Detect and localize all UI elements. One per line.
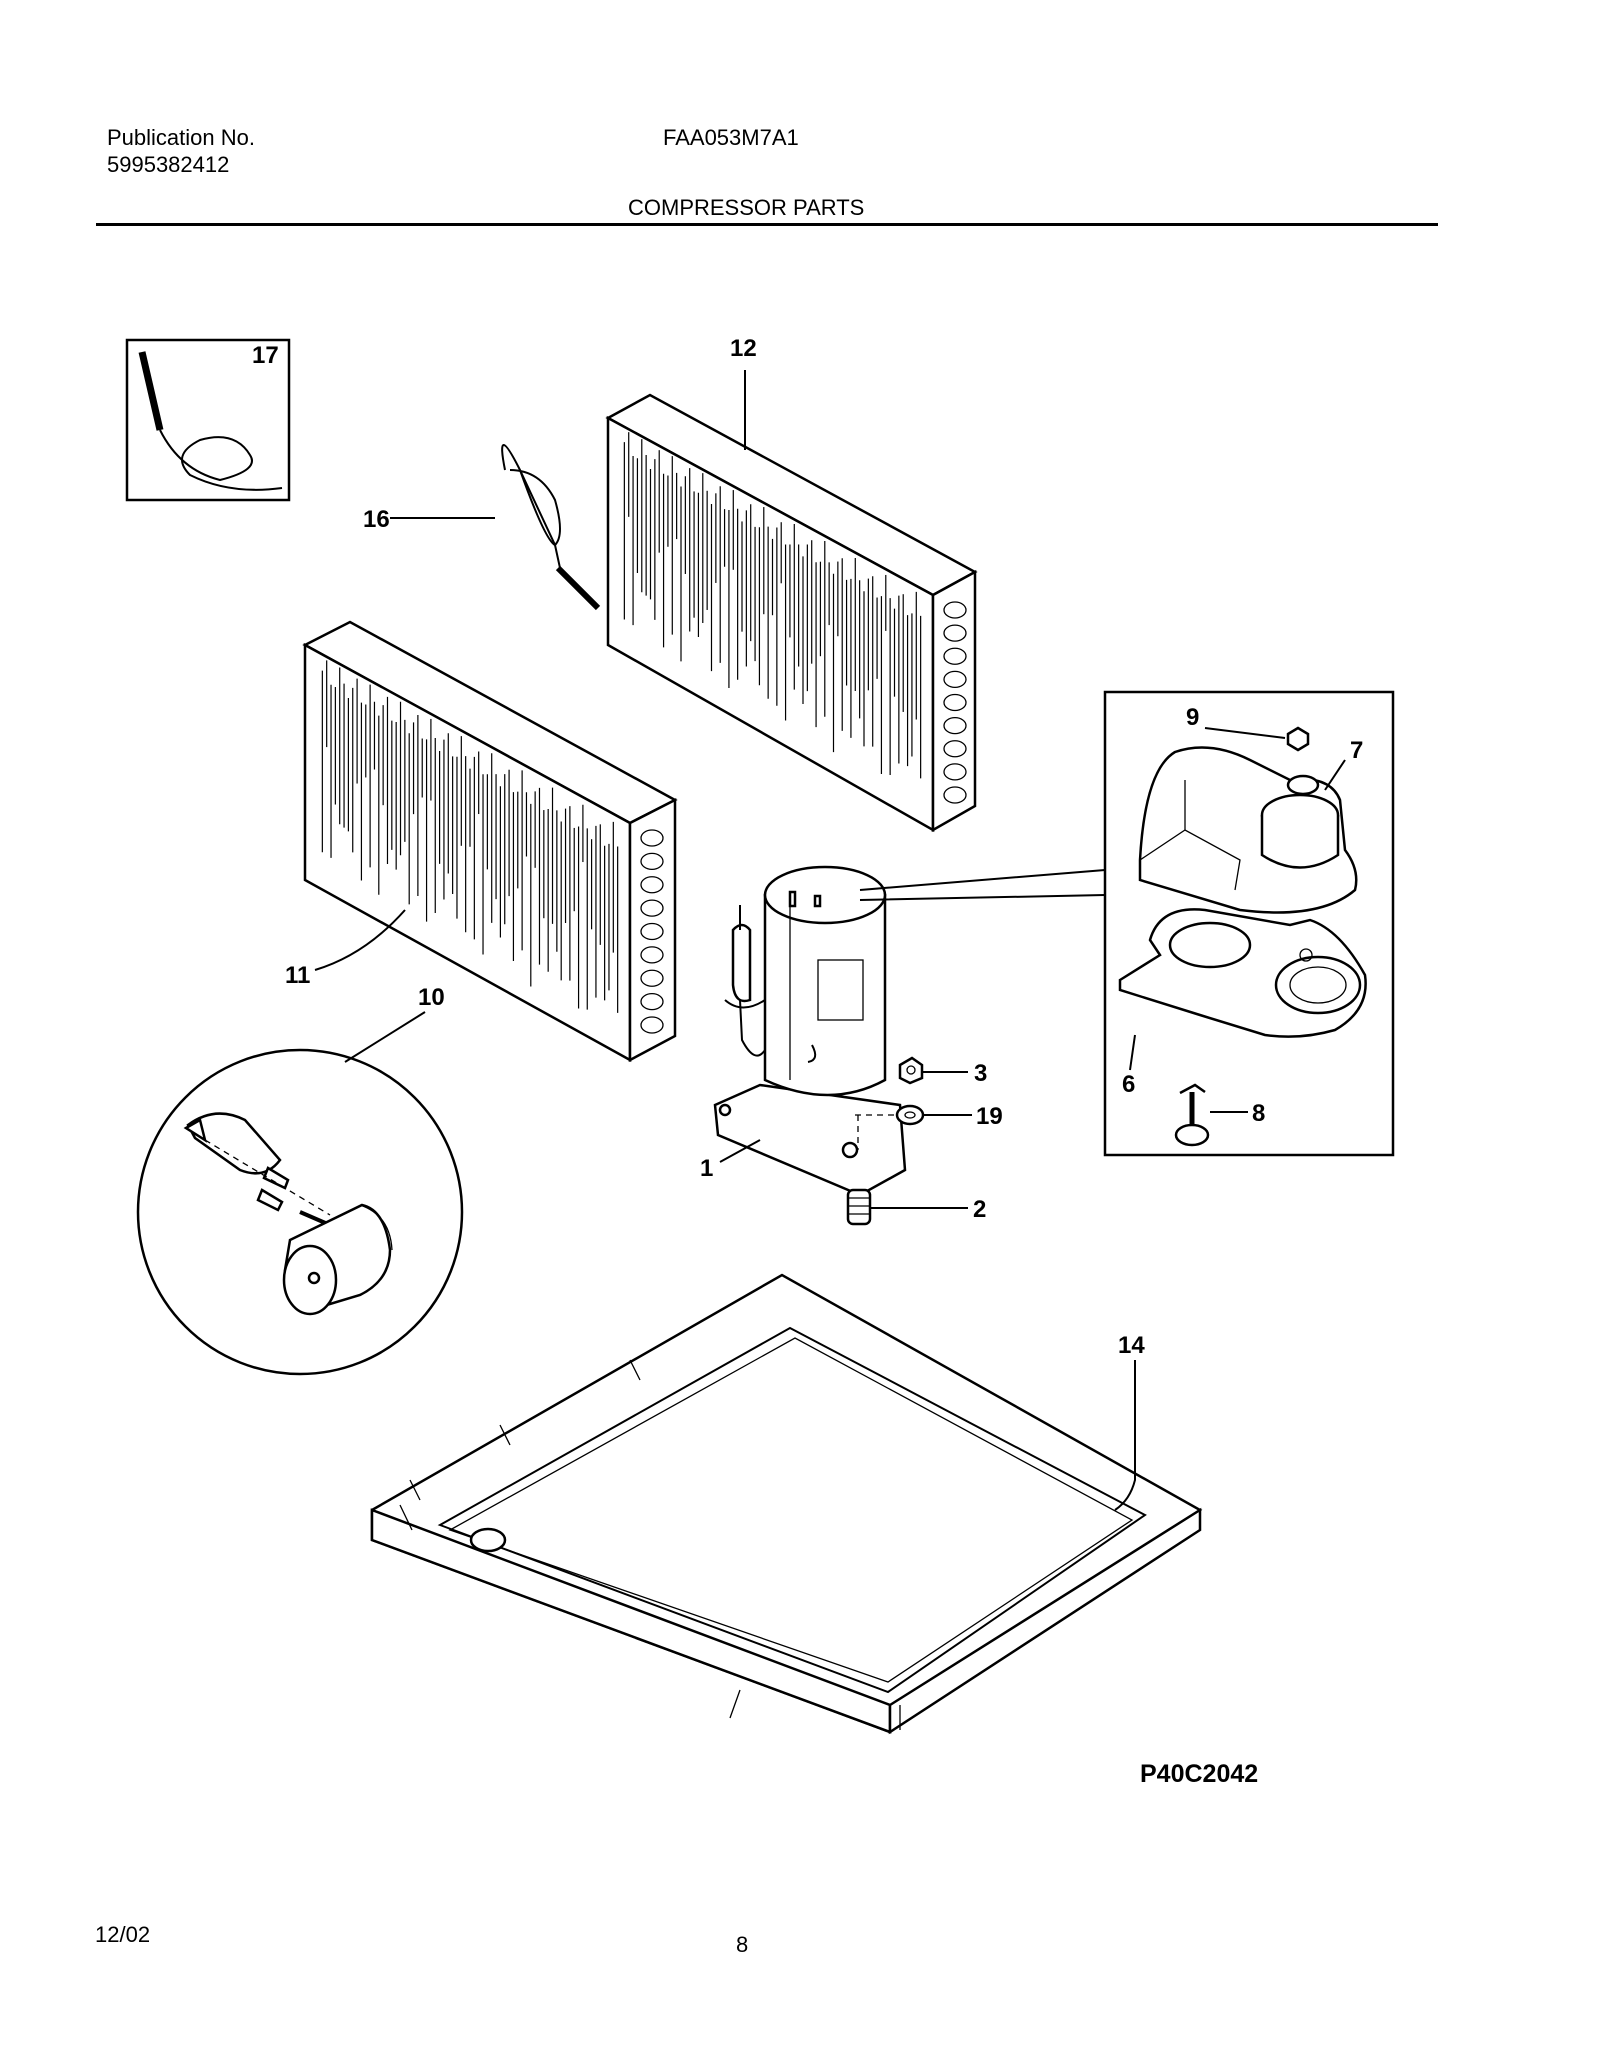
part-3-nut [898, 1056, 924, 1085]
callout-9: 9 [1186, 704, 1199, 731]
part-12-condenser-coil [605, 393, 978, 833]
callout-11: 11 [285, 962, 310, 989]
callout-3: 3 [974, 1060, 987, 1087]
footer-page-number: 8 [736, 1932, 749, 1957]
right-detail-box [1103, 690, 1395, 1157]
callout-17: 17 [252, 342, 279, 369]
callout-12: 12 [730, 335, 757, 362]
part-2-grommet [846, 1188, 872, 1226]
leader-lines [314, 370, 1346, 1511]
publication-label: Publication No. [107, 125, 255, 150]
publication-number: 5995382412 [107, 152, 230, 177]
drawing-reference-code: P40C2042 [1140, 1760, 1259, 1788]
callout-10: 10 [418, 984, 445, 1011]
model-number: FAA053M7A1 [663, 125, 799, 150]
part-16-capillary-tube [501, 444, 601, 611]
part-11-evaporator-coil [302, 620, 678, 1063]
callout-8: 8 [1252, 1100, 1265, 1127]
part-1-compressor [713, 865, 907, 1197]
callout-1: 1 [700, 1155, 713, 1182]
part-10-detail-circle [136, 1048, 464, 1376]
part-17-sensor-inset [125, 338, 291, 502]
section-title: COMPRESSOR PARTS [628, 195, 865, 220]
header-rule [96, 223, 1438, 226]
connector-lines [859, 869, 1106, 901]
callout-7: 7 [1350, 737, 1363, 764]
callout-16: 16 [363, 506, 390, 533]
callout-2: 2 [973, 1196, 986, 1223]
part-14-base-pan [370, 1273, 1203, 1735]
footer-date: 12/02 [95, 1922, 151, 1947]
part-19-washer [895, 1104, 925, 1126]
callout-19: 19 [976, 1103, 1003, 1130]
callout-14: 14 [1118, 1332, 1145, 1359]
callout-6: 6 [1122, 1071, 1135, 1098]
